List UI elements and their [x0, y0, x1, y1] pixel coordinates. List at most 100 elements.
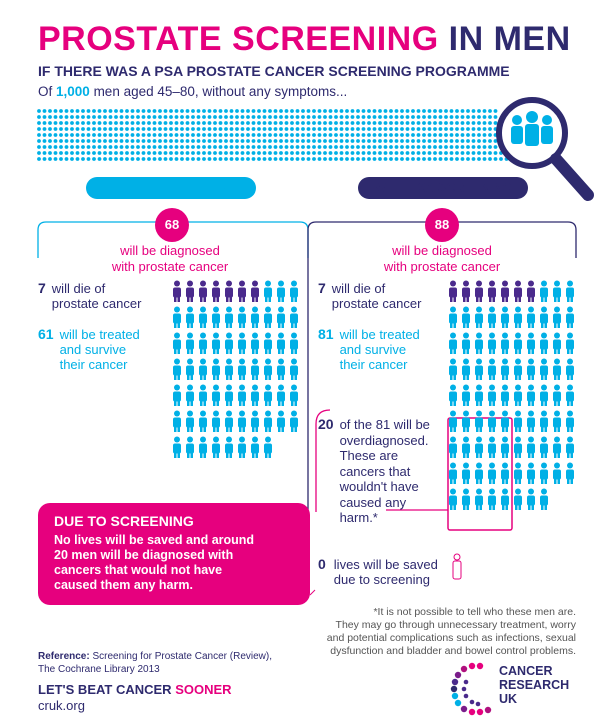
population-dot: [372, 109, 377, 113]
population-dot: [185, 121, 190, 125]
population-dot: [477, 127, 481, 131]
population-dot: [125, 133, 129, 137]
man-figure: [290, 384, 298, 406]
population-dot: [268, 139, 272, 143]
without-treated-count: 61: [38, 326, 54, 342]
footnote-line-2: and potential complications such as infe…: [326, 632, 576, 644]
population-dot: [125, 151, 129, 155]
population-dot: [317, 121, 322, 125]
footnote-line-0: *It is not possible to tell who these me…: [373, 606, 576, 618]
population-dot: [350, 115, 355, 119]
population-dot: [251, 151, 256, 155]
logo-dot: [468, 708, 476, 716]
population-dot: [224, 115, 228, 119]
population-dot: [290, 145, 294, 149]
population-dot: [114, 157, 118, 161]
population-dot: [284, 139, 289, 143]
population-dot: [180, 127, 184, 131]
man-figure: [540, 306, 548, 328]
population-dot: [103, 151, 107, 155]
population-dot: [361, 133, 366, 137]
intro-number: 1,000: [56, 84, 90, 99]
population-dot: [438, 127, 443, 131]
population-dot: [356, 145, 360, 149]
population-dot: [460, 139, 465, 143]
population-dot: [37, 139, 41, 143]
population-dot: [75, 145, 80, 149]
population-dot: [246, 109, 250, 113]
population-dot: [64, 157, 69, 161]
population-dot: [251, 157, 256, 161]
population-dot: [422, 145, 426, 149]
population-dot: [455, 133, 459, 137]
population-dot: [427, 127, 432, 131]
population-dot: [81, 115, 85, 119]
website-link[interactable]: cruk.org: [38, 698, 85, 713]
population-dot: [218, 145, 223, 149]
man-figure: [225, 436, 233, 458]
population-dot: [279, 109, 283, 113]
population-dot: [306, 121, 311, 125]
population-dot: [224, 151, 228, 155]
man-figure: [186, 384, 194, 406]
population-dot: [196, 139, 201, 143]
population-dot: [174, 139, 179, 143]
population-dot: [488, 127, 492, 131]
population-dot: [125, 157, 129, 161]
population-dot: [158, 133, 162, 137]
population-dot: [97, 139, 102, 143]
population-dot: [411, 157, 415, 161]
population-dot: [389, 115, 393, 119]
with-screening-label: WITH PSA SCREENING: [358, 177, 528, 199]
population-dot: [411, 121, 415, 125]
population-dot: [251, 127, 256, 131]
population-dot: [42, 121, 47, 125]
man-figure: [290, 332, 298, 354]
population-dot: [37, 121, 41, 125]
population-dot: [389, 151, 393, 155]
man-figure: [501, 488, 509, 510]
man-figure: [225, 280, 233, 302]
population-dot: [323, 133, 327, 137]
population-dot: [477, 115, 481, 119]
population-dot: [339, 157, 344, 161]
with-saved-count: 0: [318, 556, 326, 572]
man-figure: [566, 436, 574, 458]
population-dot: [235, 109, 239, 113]
population-dot: [213, 121, 217, 125]
population-dot: [339, 115, 344, 119]
population-dot: [438, 157, 443, 161]
population-dot: [438, 139, 443, 143]
population-dot: [466, 121, 470, 125]
man-figure: [277, 280, 285, 302]
population-dot: [466, 151, 470, 155]
population-dot: [378, 127, 382, 131]
population-dot: [290, 151, 294, 155]
man-figure: [553, 436, 561, 458]
man-figure: [449, 436, 457, 458]
population-dot: [411, 133, 415, 137]
man-figure: [238, 436, 246, 458]
population-dot: [185, 115, 190, 119]
population-dot: [433, 151, 437, 155]
population-dot: [64, 139, 69, 143]
population-dot: [64, 121, 69, 125]
population-dot: [218, 109, 223, 113]
due-body-line-3: caused them any harm.: [54, 578, 193, 592]
population-dot: [48, 133, 52, 137]
population-dot: [290, 157, 294, 161]
population-dot: [246, 139, 250, 143]
population-dot: [317, 115, 322, 119]
population-dot: [323, 127, 327, 131]
population-dot: [372, 151, 377, 155]
man-figure: [527, 306, 535, 328]
population-dot: [273, 139, 278, 143]
population-dot: [433, 127, 437, 131]
population-dot: [284, 157, 289, 161]
population-dot: [59, 121, 63, 125]
logo-line3: UK: [499, 692, 518, 706]
man-figure: [566, 306, 574, 328]
due-body-line-0: No lives will be saved and around: [54, 533, 255, 547]
population-dot: [367, 109, 371, 113]
population-dot: [477, 145, 481, 149]
